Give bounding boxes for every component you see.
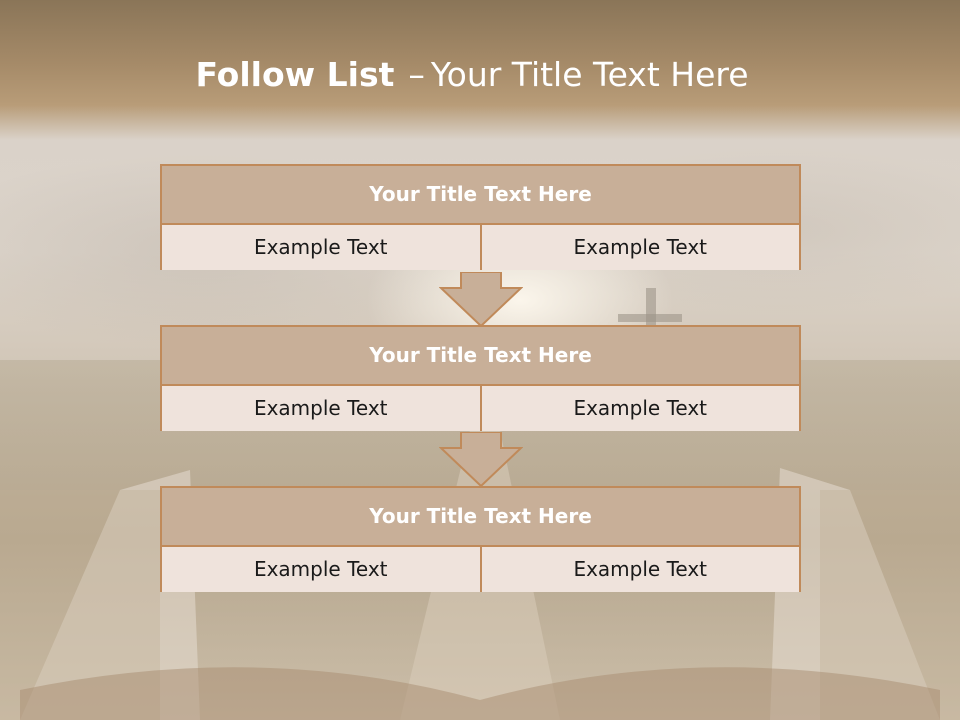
title-bold: Follow List <box>195 55 395 94</box>
down-arrow-icon <box>439 272 523 328</box>
block-row: Example Text Example Text <box>162 386 799 431</box>
block-title: Your Title Text Here <box>162 166 799 225</box>
block-cell-right: Example Text <box>479 386 799 431</box>
block-row: Example Text Example Text <box>162 225 799 270</box>
block-title: Your Title Text Here <box>162 327 799 386</box>
block-cell-left: Example Text <box>162 386 480 431</box>
header-band <box>0 0 960 140</box>
block-cell-left: Example Text <box>162 225 480 270</box>
list-block-3: Your Title Text Here Example Text Exampl… <box>160 486 801 592</box>
block-title: Your Title Text Here <box>162 488 799 547</box>
block-cell-right: Example Text <box>479 547 799 592</box>
title-rest: Your Title Text Here <box>430 55 749 94</box>
list-block-2: Your Title Text Here Example Text Exampl… <box>160 325 801 431</box>
title-separator: – <box>408 55 425 94</box>
block-row: Example Text Example Text <box>162 547 799 592</box>
slide-title: Follow List–Your Title Text Here <box>0 50 944 100</box>
block-cell-left: Example Text <box>162 547 480 592</box>
block-cell-right: Example Text <box>479 225 799 270</box>
down-arrow-icon <box>439 432 523 488</box>
list-block-1: Your Title Text Here Example Text Exampl… <box>160 164 801 270</box>
